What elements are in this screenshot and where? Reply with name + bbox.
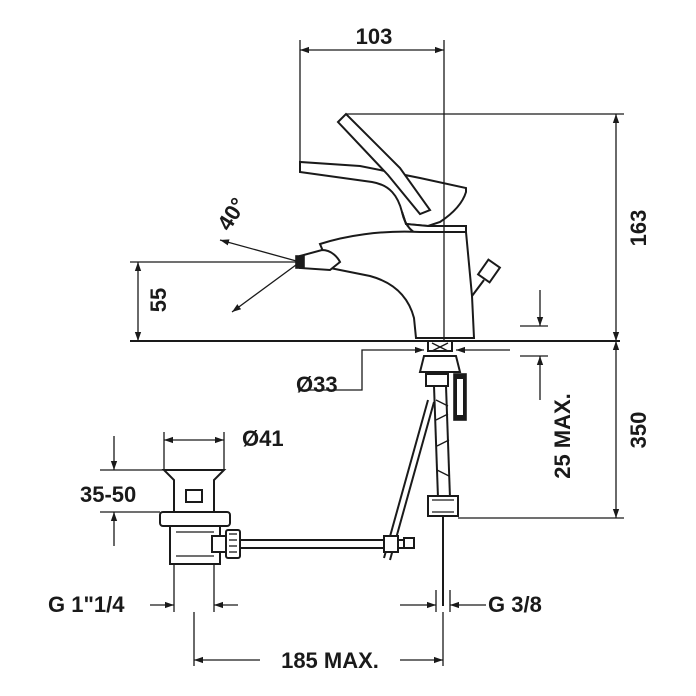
supply-thread-label: G 3/8 [488, 592, 542, 617]
width-label: 103 [356, 24, 393, 49]
hose-length-label: 350 [626, 412, 651, 449]
dimension-lines [100, 40, 624, 666]
height-total-label: 163 [626, 210, 651, 247]
waste-thread-label: G 1"1/4 [48, 592, 125, 617]
waste-diameter-label: Ø41 [242, 426, 284, 451]
waste-assembly [159, 469, 415, 565]
max-thickness-label: 25 MAX. [550, 393, 575, 479]
max-distance-label: 185 MAX. [281, 648, 379, 673]
waste-height-label: 35-50 [80, 482, 136, 507]
faucet-body [130, 112, 620, 606]
hole-diameter-label: Ø33 [296, 372, 338, 397]
spout-angle-label: 40° [212, 193, 251, 234]
popup-knob [471, 258, 502, 297]
spout-height-label: 55 [146, 288, 171, 312]
